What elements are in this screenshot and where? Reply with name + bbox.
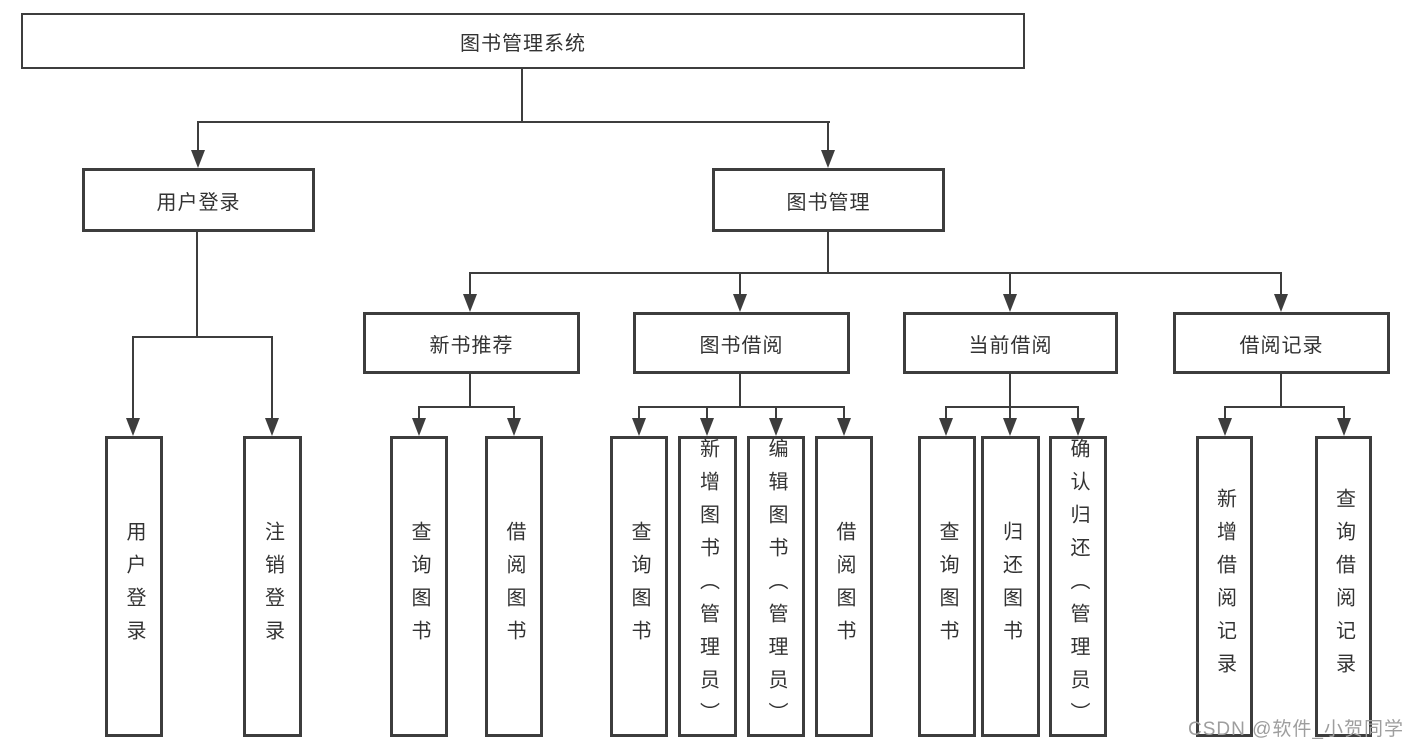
connector-bookmgmt-shaft bbox=[1280, 272, 1282, 296]
leaf-return-books: 归还图书 bbox=[981, 436, 1040, 737]
connector-userlogin-bar bbox=[132, 336, 273, 338]
leaf-label: 归还图书 bbox=[999, 520, 1022, 653]
leaf-label: 查询图书 bbox=[628, 520, 650, 653]
leaf-label: 查询图书 bbox=[408, 520, 430, 653]
node-label: 图书管理系统 bbox=[460, 32, 586, 55]
leaf-borrow-books-recommend: 借阅图书 bbox=[485, 436, 543, 737]
connector-borrowing-shaft bbox=[843, 406, 845, 420]
arrowhead-icon bbox=[1003, 294, 1017, 312]
arrowhead-icon bbox=[1337, 418, 1351, 436]
leaf-label: 新增图书（管理员） bbox=[696, 438, 719, 735]
connector-borrowing-stub bbox=[739, 374, 741, 408]
leaf-label: 新增借阅记录 bbox=[1213, 487, 1236, 686]
connector-newbook-shaft bbox=[513, 406, 515, 420]
connector-userlogin-shaft bbox=[132, 336, 134, 420]
connector-current-shaft bbox=[945, 406, 947, 420]
node-label: 新书推荐 bbox=[429, 334, 514, 357]
leaf-label: 借阅图书 bbox=[503, 520, 525, 653]
leaf-logout: 注销登录 bbox=[243, 436, 302, 737]
arrowhead-icon bbox=[265, 418, 279, 436]
connector-bookmgmt-shaft bbox=[739, 272, 741, 296]
leaf-query-books-current: 查询图书 bbox=[918, 436, 976, 737]
connector-userlogin-shaft bbox=[271, 336, 273, 420]
arrowhead-icon bbox=[1274, 294, 1288, 312]
leaf-label: 查询借阅记录 bbox=[1332, 487, 1355, 686]
node-label: 借阅记录 bbox=[1239, 334, 1324, 357]
connector-current-shaft bbox=[1009, 406, 1011, 420]
leaf-query-books-recommend: 查询图书 bbox=[390, 436, 448, 737]
connector-borrowing-bar bbox=[638, 406, 845, 408]
arrowhead-icon bbox=[1003, 418, 1017, 436]
connector-records-shaft bbox=[1224, 406, 1226, 420]
leaf-label: 注销登录 bbox=[261, 520, 284, 653]
arrowhead-icon bbox=[463, 294, 477, 312]
arrowhead-icon bbox=[700, 418, 714, 436]
node-label: 用户登录 bbox=[156, 191, 241, 214]
node-current-borrowing: 当前借阅 bbox=[903, 312, 1118, 374]
leaf-user-login: 用户登录 bbox=[105, 436, 163, 737]
leaf-label: 编辑图书（管理员） bbox=[765, 438, 787, 735]
node-label: 当前借阅 bbox=[968, 334, 1053, 357]
leaf-confirm-return-admin: 确认归还（管理员） bbox=[1049, 436, 1107, 737]
connector-root-left-shaft bbox=[197, 121, 199, 151]
connector-bookmgmt-bar bbox=[469, 272, 1282, 274]
connector-root-right-shaft bbox=[827, 121, 829, 151]
connector-current-shaft bbox=[1077, 406, 1079, 420]
leaf-label: 借阅图书 bbox=[833, 520, 855, 653]
node-label: 图书借阅 bbox=[699, 334, 784, 357]
leaf-add-books-admin: 新增图书（管理员） bbox=[678, 436, 737, 737]
leaf-add-borrow-record: 新增借阅记录 bbox=[1196, 436, 1253, 737]
node-new-book-recommendation: 新书推荐 bbox=[363, 312, 580, 374]
leaf-label: 查询图书 bbox=[936, 520, 958, 653]
arrowhead-icon bbox=[632, 418, 646, 436]
connector-borrowing-shaft bbox=[775, 406, 777, 420]
connector-bookmgmt-shaft bbox=[469, 272, 471, 296]
arrowhead-icon bbox=[507, 418, 521, 436]
arrowhead-icon bbox=[191, 150, 205, 168]
connector-borrowing-shaft bbox=[638, 406, 640, 420]
leaf-query-books-borrowing: 查询图书 bbox=[610, 436, 668, 737]
connector-current-bar bbox=[945, 406, 1079, 408]
leaf-label: 确认归还（管理员） bbox=[1067, 438, 1089, 735]
connector-current-stub bbox=[1009, 374, 1011, 408]
connector-root-stub bbox=[521, 69, 523, 123]
arrowhead-icon bbox=[837, 418, 851, 436]
arrowhead-icon bbox=[1071, 418, 1085, 436]
connector-newbook-shaft bbox=[418, 406, 420, 420]
leaf-borrow-books: 借阅图书 bbox=[815, 436, 873, 737]
connector-records-bar bbox=[1224, 406, 1345, 408]
arrowhead-icon bbox=[733, 294, 747, 312]
arrowhead-icon bbox=[412, 418, 426, 436]
arrowhead-icon bbox=[1218, 418, 1232, 436]
connector-records-shaft bbox=[1343, 406, 1345, 420]
connector-root-bar bbox=[198, 121, 830, 123]
node-book-borrowing: 图书借阅 bbox=[633, 312, 850, 374]
arrowhead-icon bbox=[821, 150, 835, 168]
connector-records-stub bbox=[1280, 374, 1282, 408]
arrowhead-icon bbox=[939, 418, 953, 436]
connector-bookmgmt-shaft bbox=[1009, 272, 1011, 296]
connector-userlogin-stub bbox=[196, 232, 198, 338]
connector-bookmgmt-stub bbox=[827, 232, 829, 274]
connector-newbook-stub bbox=[469, 374, 471, 408]
leaf-label: 用户登录 bbox=[123, 520, 145, 653]
node-label: 图书管理 bbox=[786, 191, 871, 214]
node-book-management: 图书管理 bbox=[712, 168, 945, 232]
csdn-watermark: CSDN @软件_小贺同学 bbox=[1188, 719, 1404, 740]
node-library-management-system: 图书管理系统 bbox=[21, 13, 1025, 69]
node-borrowing-records: 借阅记录 bbox=[1173, 312, 1390, 374]
leaf-query-borrow-record: 查询借阅记录 bbox=[1315, 436, 1372, 737]
leaf-edit-books-admin: 编辑图书（管理员） bbox=[747, 436, 805, 737]
arrowhead-icon bbox=[126, 418, 140, 436]
arrowhead-icon bbox=[769, 418, 783, 436]
node-user-login: 用户登录 bbox=[82, 168, 315, 232]
connector-newbook-bar bbox=[418, 406, 515, 408]
connector-borrowing-shaft bbox=[706, 406, 708, 420]
